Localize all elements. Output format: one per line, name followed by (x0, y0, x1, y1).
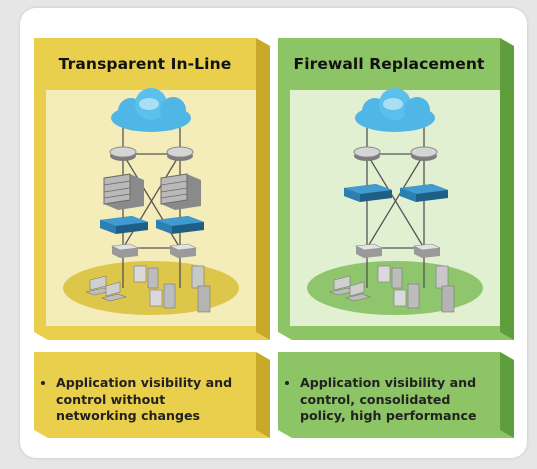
laptop-icon (344, 281, 372, 302)
palo-alto-firewall-icon (400, 184, 448, 202)
network-diagram (307, 88, 483, 315)
workstation-icon (393, 283, 420, 309)
firewall-replacement-note: Application visibility and control, cons… (278, 352, 514, 438)
router-icon (353, 146, 381, 161)
comparison-card: Transparent In-Line (20, 8, 527, 458)
firewall-replacement-panel: Firewall Replacement (278, 38, 514, 340)
cloud-icon (111, 88, 191, 132)
note-frame (278, 352, 514, 438)
switch-icon (354, 243, 384, 258)
palo-alto-firewall-icon (100, 216, 148, 234)
panel-title: Firewall Replacement (293, 55, 485, 73)
router-icon (109, 146, 137, 161)
transparent-inline-panel: Transparent In-Line (34, 38, 270, 340)
switch-icon (110, 243, 140, 258)
palo-alto-firewall-icon (156, 216, 204, 234)
transparent-inline-note: Application visibility and control witho… (34, 352, 270, 438)
legacy-firewall-icon (103, 173, 144, 210)
cloud-icon (355, 88, 435, 132)
workstation-icon (133, 265, 159, 289)
description-bullet: Application visibility and control witho… (56, 375, 250, 425)
panel-title: Transparent In-Line (58, 55, 232, 73)
description-bullet: Application visibility and control, cons… (300, 375, 494, 425)
palo-alto-firewall-icon (344, 184, 392, 202)
laptop-icon (100, 281, 128, 302)
workstation-icon (377, 265, 403, 289)
workstation-icon (149, 283, 176, 309)
router-icon (410, 146, 438, 161)
legacy-firewall-icon (160, 173, 201, 210)
server-icon (435, 265, 455, 313)
laptop-icon (328, 275, 358, 296)
switch-icon (412, 243, 442, 258)
router-icon (166, 146, 194, 161)
switch-icon (168, 243, 198, 258)
server-icon (191, 265, 211, 313)
note-frame (34, 352, 270, 438)
network-diagram (63, 88, 239, 315)
